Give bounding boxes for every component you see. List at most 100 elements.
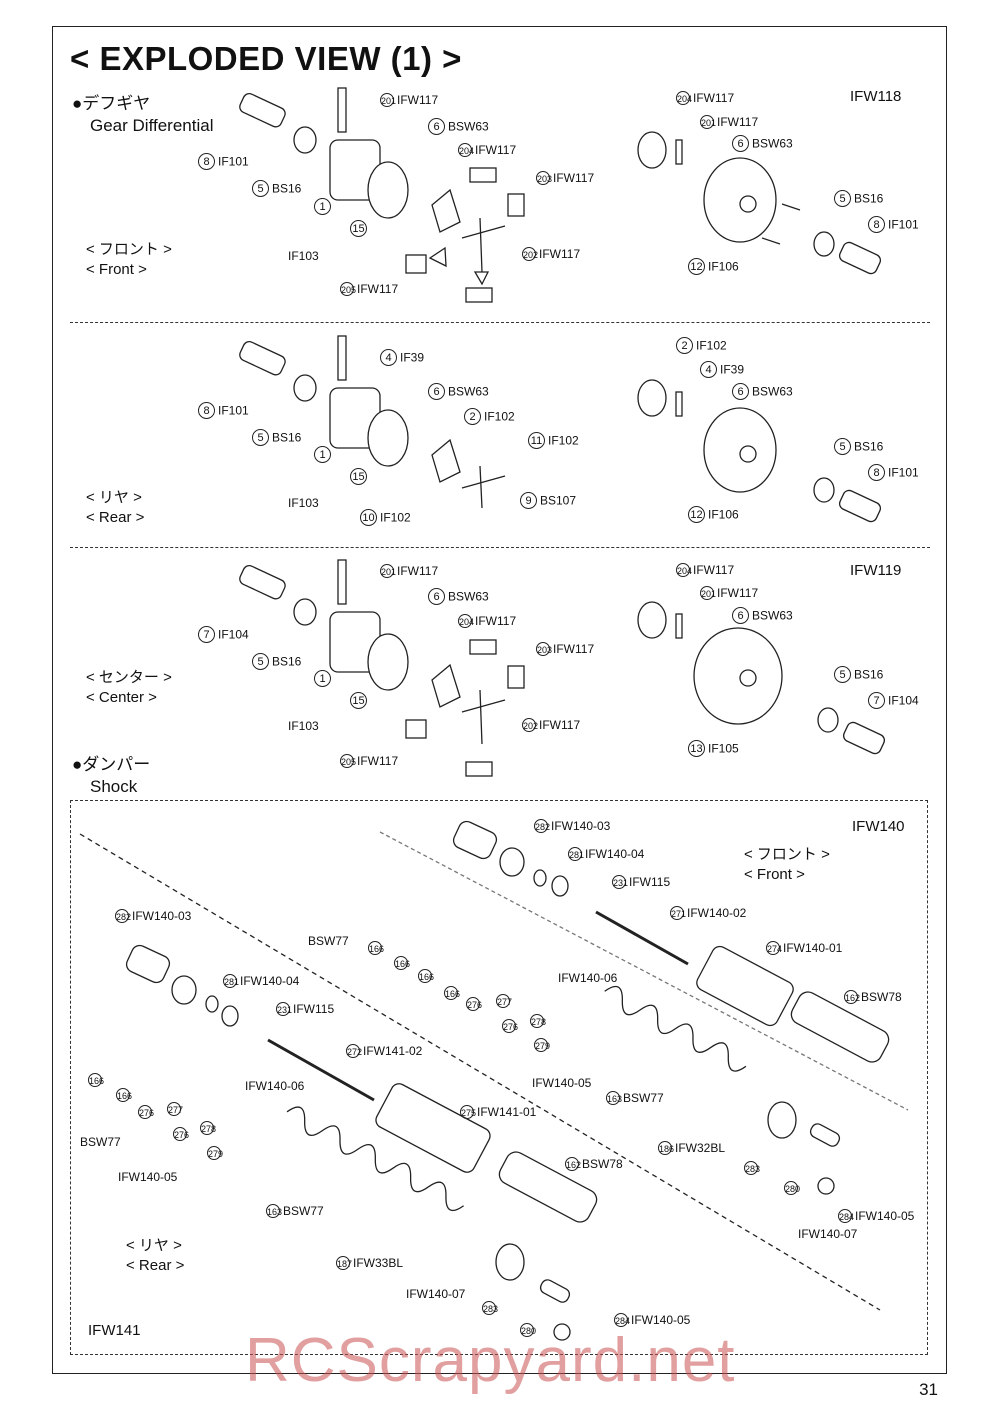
part-label: 204IFW117 [676,562,734,577]
part-label: 279 [534,1037,551,1052]
center-subtitle: < センター > < Center > [86,668,172,708]
part-number-badge: 277 [496,993,512,1008]
part-code: IFW32BL [675,1140,726,1155]
part-code: BSW63 [752,384,793,399]
part-number-badge: 202 [522,246,538,261]
part-label: 278 [200,1120,217,1135]
part-label: 274IFW140-01 [766,940,842,955]
part-number-badge: 6 [428,383,445,400]
part-label: 1 [314,670,334,687]
part-label: 202IFW117 [522,717,580,732]
part-number-badge: 12 [688,506,705,523]
part-code: IFW140-02 [687,905,747,920]
part-code: IFW117 [357,281,399,296]
part-number-badge: 6 [428,588,445,605]
part-number-badge: 5 [252,653,269,670]
shock-rear-subtitle: < リヤ > < Rear > [126,1236,184,1276]
part-label: 201IFW117 [380,92,438,107]
part-number-badge: 231 [612,874,628,889]
part-number-badge: 271 [670,905,686,920]
part-label: 1 [314,446,334,463]
part-label: 203IFW117 [536,170,594,185]
part-number-badge: 274 [766,940,782,955]
part-code: BSW77 [283,1203,324,1218]
part-number-badge: 205 [340,281,356,296]
part-label: 280 [520,1322,537,1337]
part-number-badge: 280 [520,1322,536,1337]
part-code: IF103 [288,718,319,733]
watermark: RCScrapyard.net [245,1326,736,1395]
part-number-badge: 282 [115,908,131,923]
part-number-badge: 231 [276,1001,292,1016]
part-number-badge: 280 [784,1180,800,1195]
part-label: 201IFW117 [700,585,758,600]
part-code: BSW63 [448,384,489,399]
part-number-badge: 6 [732,135,749,152]
part-number-badge: 201 [700,585,716,600]
part-code: IF105 [708,741,739,756]
page-number: 31 [919,1380,938,1399]
part-code: IFW140-01 [783,940,843,955]
part-code: IFW140-07 [406,1286,466,1301]
part-code: IFW115 [293,1001,335,1016]
part-code: IF101 [888,217,919,232]
part-label: 186IFW32BL [658,1140,725,1155]
tag-ifw141: IFW141 [88,1322,141,1339]
part-label: 284IFW140-05 [614,1312,690,1327]
part-number-badge: 8 [868,216,885,233]
part-code: BS16 [854,667,884,682]
part-number-badge: 284 [614,1312,630,1327]
part-label: 163BSW77 [266,1203,324,1218]
part-number-badge: 4 [380,349,397,366]
part-code: IFW141-01 [477,1104,537,1119]
center-en: < Center > [86,689,157,706]
part-code: BSW77 [623,1090,664,1105]
part-code: BSW77 [308,933,349,948]
gear-diff-center-art [239,559,886,777]
part-label: BSW77 [308,933,349,948]
part-number-badge: 8 [868,464,885,481]
part-label: 1 [314,198,334,215]
rear-en: < Rear > [86,509,145,526]
part-label: 201IFW117 [380,563,438,578]
shock-rear-art [79,833,881,1341]
part-number-badge: 278 [200,1120,216,1135]
part-number-badge: 201 [700,114,716,129]
part-code: IFW140-07 [798,1226,858,1241]
part-code: BS16 [272,181,302,196]
part-number-badge: 276 [502,1018,518,1033]
part-label: 205IFW117 [340,281,398,296]
part-number-badge: 201 [380,563,396,578]
part-label: 162BSW78 [844,989,902,1004]
part-number-badge: 1 [314,198,331,215]
part-number-badge: 276 [173,1126,189,1141]
shock-front-en: < Front > [744,866,805,883]
part-code: IFW33BL [353,1255,404,1270]
part-number-badge: 202 [522,717,538,732]
part-label: 15 [350,468,370,485]
part-number-badge: 281 [223,973,239,988]
part-label: 281IFW140-04 [223,973,299,988]
shock-rear-jp: < リヤ > [126,1237,182,1254]
part-code: IF101 [218,403,249,418]
part-number-badge: 4 [700,361,717,378]
part-label: 279 [207,1145,224,1160]
gear-diff-jp: ●デフギヤ [72,94,151,113]
part-label: 15 [350,692,370,709]
part-label: 283 [744,1160,761,1175]
part-number-badge: 204 [458,142,474,157]
part-number-badge: 275 [460,1104,476,1119]
part-code: IFW117 [717,585,759,600]
part-code: IF102 [548,433,579,448]
part-number-badge: 276 [138,1104,154,1119]
part-label: 275IFW141-01 [460,1104,536,1119]
